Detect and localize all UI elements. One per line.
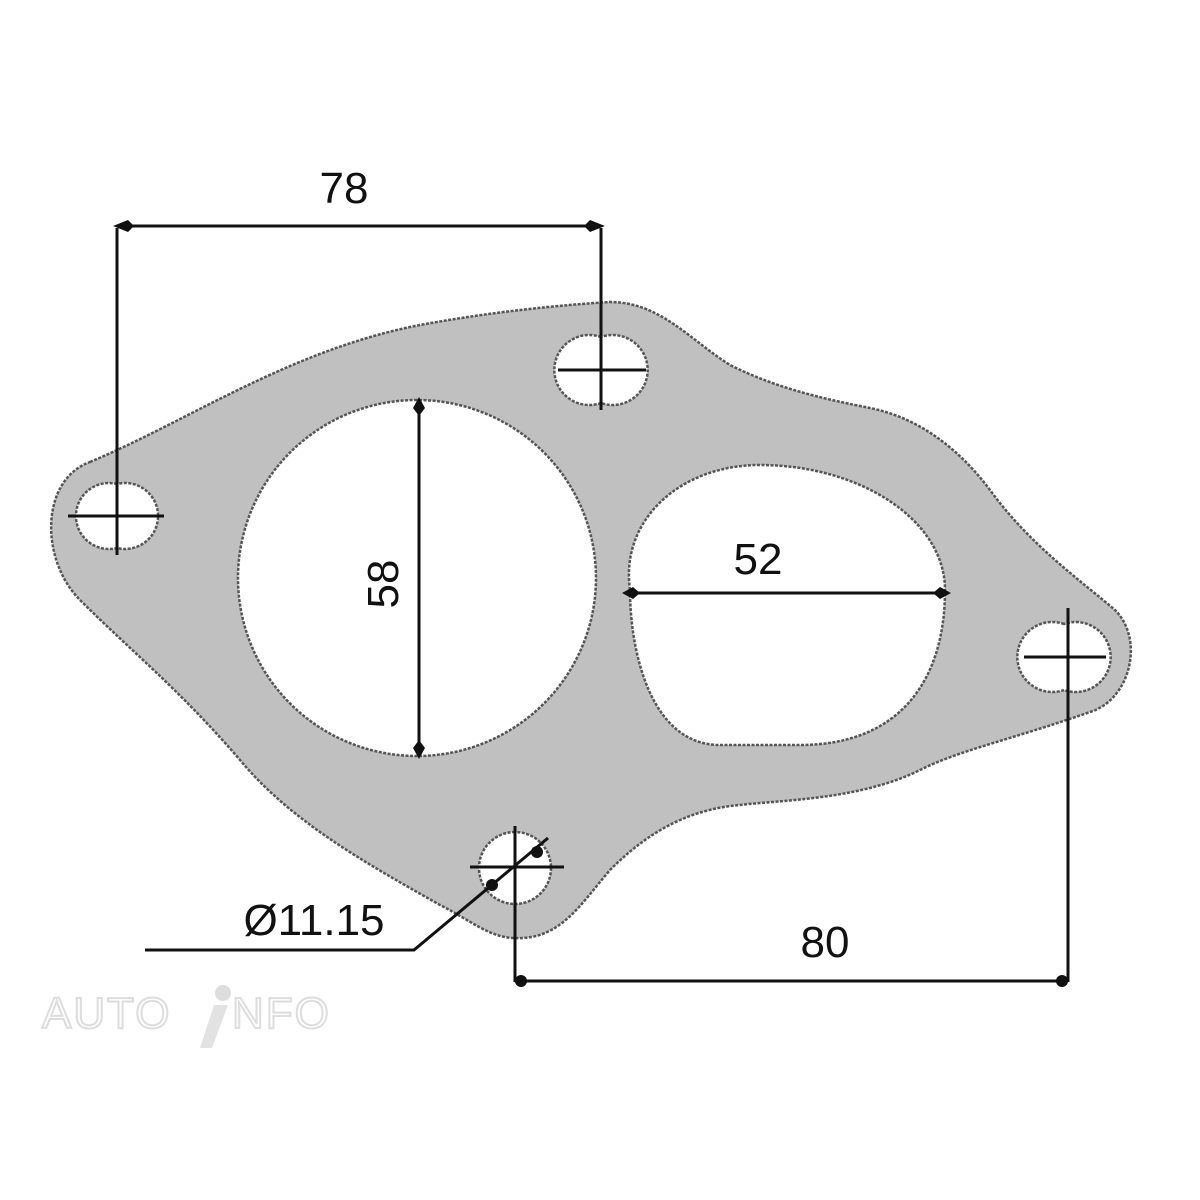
bolt-hole-right-crosshair [1024, 608, 1106, 982]
dimension-52: 52 [622, 535, 951, 599]
watermark-i-stem-icon [200, 1005, 228, 1048]
dimension-58-label: 58 [359, 560, 408, 609]
bolt-hole-bottom-crosshair [470, 826, 564, 982]
watermark-text-right: NFO [232, 989, 331, 1038]
dimension-bolt-diameter: Ø11.15 [145, 836, 549, 952]
watermark-i-dot-icon [215, 985, 231, 1001]
dimension-80: 80 [515, 918, 1068, 987]
bolt-hole-top-crosshair [558, 228, 646, 410]
watermark-text-left: AUTO [42, 989, 171, 1038]
gasket-body [50, 300, 1133, 940]
dimension-80-label: 80 [801, 918, 850, 967]
dimension-78-label: 78 [320, 164, 369, 213]
dimension-52-label: 52 [734, 535, 783, 584]
bolt-hole-left-crosshair [68, 228, 164, 555]
dimension-78: 78 [113, 164, 605, 232]
dimension-bolt-diameter-label: Ø11.15 [243, 896, 384, 945]
autoinfo-watermark: AUTO NFO [41, 985, 331, 1048]
dimension-58: 58 [359, 397, 425, 759]
